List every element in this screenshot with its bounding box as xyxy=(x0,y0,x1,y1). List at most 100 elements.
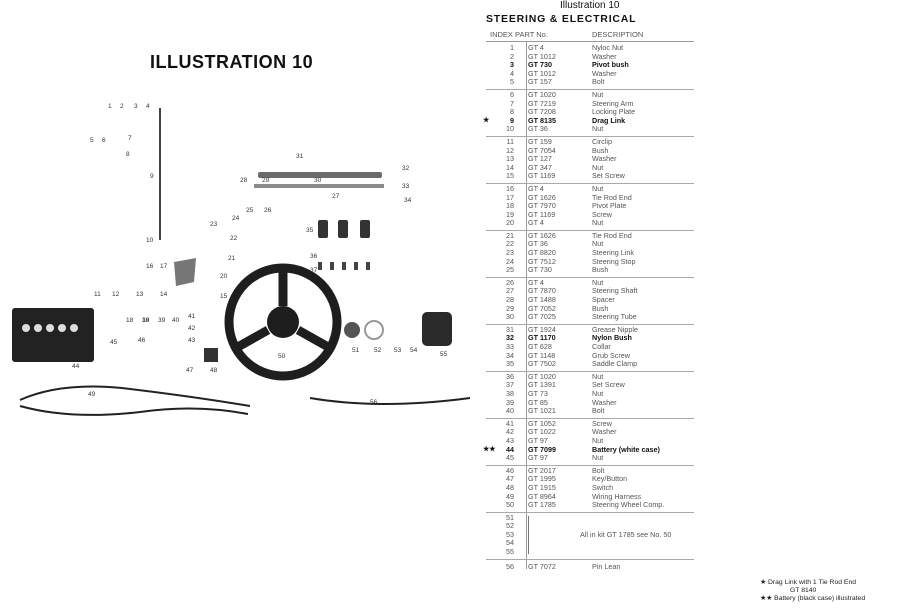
index-cell: 28 xyxy=(506,295,514,305)
index-cell: 9 xyxy=(510,115,514,125)
callout-number: 53 xyxy=(394,347,402,354)
index-cell: 47 xyxy=(506,474,514,484)
horn-pad-shape xyxy=(422,312,452,346)
steering-arm-shape xyxy=(174,258,196,286)
description-cell: Nut xyxy=(592,218,604,228)
part-number-cell: GT 1488 xyxy=(528,295,556,305)
callout-number: 20 xyxy=(220,273,228,280)
callout-number: 28 xyxy=(240,177,248,184)
index-cell: 49 xyxy=(506,491,514,501)
callout-number: 2 xyxy=(120,103,124,110)
description-cell: Drag Link xyxy=(592,115,626,125)
description-cell: Screw xyxy=(592,209,612,219)
index-column-header: INDEX PART No. xyxy=(490,30,548,39)
index-cell: 32 xyxy=(506,333,514,343)
index-cell: 19 xyxy=(506,209,514,219)
description-cell: Steering Arm xyxy=(592,98,634,108)
part-number-cell: GT 1924 xyxy=(528,324,556,334)
description-cell: Nut xyxy=(592,89,604,99)
part-number-cell: GT 1626 xyxy=(528,192,556,202)
index-cell: 41 xyxy=(506,418,514,428)
description-cell: Bolt xyxy=(592,465,605,475)
description-cell: Nut xyxy=(592,239,604,249)
callout-number: 25 xyxy=(246,207,254,214)
description-cell: Set Screw xyxy=(592,380,625,390)
description-cell: Steering Stop xyxy=(592,256,636,266)
index-cell: 36 xyxy=(506,371,514,381)
callout-number: 39 xyxy=(158,317,166,324)
part-number-cell: GT 7502 xyxy=(528,359,556,369)
index-cell: 3 xyxy=(510,60,514,70)
callout-number: 36 xyxy=(310,253,318,260)
part-number-cell: GT 2017 xyxy=(528,465,556,475)
part-number-cell: GT 1012 xyxy=(528,68,556,78)
index-cell: 34 xyxy=(506,350,514,360)
index-cell: 48 xyxy=(506,482,514,492)
index-cell: 23 xyxy=(506,248,514,258)
part-number-cell: GT 1052 xyxy=(528,418,556,428)
part-number-cell: GT 4 xyxy=(528,218,544,228)
index-cell: 21 xyxy=(506,230,514,240)
callout-number: 17 xyxy=(160,263,168,270)
bolts-shape xyxy=(318,262,370,270)
callout-number: 13 xyxy=(136,291,144,298)
part-number-cell: GT 7052 xyxy=(528,303,556,313)
index-cell: 2 xyxy=(510,51,514,61)
callout-number: 43 xyxy=(188,337,196,344)
part-number-cell: GT 1021 xyxy=(528,406,556,416)
callout-number: 52 xyxy=(374,347,382,354)
callout-number: 14 xyxy=(160,291,168,298)
callout-number: 22 xyxy=(230,235,238,242)
callout-number: 29 xyxy=(262,177,270,184)
part-number-cell: GT 7099 xyxy=(528,444,556,454)
callout-number: 26 xyxy=(264,207,272,214)
index-cell: 26 xyxy=(506,277,514,287)
part-number-cell: GT 1020 xyxy=(528,371,556,381)
part-number-cell: GT 730 xyxy=(528,60,552,70)
table-row: 53 xyxy=(486,530,694,540)
harness-lead-shape xyxy=(309,397,471,405)
part-number-cell: GT 1626 xyxy=(528,230,556,240)
description-cell: Collar xyxy=(592,342,611,351)
table-row: 55 xyxy=(486,547,694,557)
part-number-cell: GT 127 xyxy=(528,154,552,164)
index-cell: 5 xyxy=(510,77,514,87)
index-cell: 10 xyxy=(506,124,514,134)
callout-number: 44 xyxy=(72,363,80,370)
description-cell: Nut xyxy=(592,277,604,287)
callout-number: 46 xyxy=(138,337,146,344)
callout-number: 11 xyxy=(94,291,101,298)
part-number-cell: GT 1169 xyxy=(528,209,556,219)
index-cell: 40 xyxy=(506,406,514,416)
description-cell: Washer xyxy=(592,154,617,164)
part-number-cell: GT 7025 xyxy=(528,312,556,322)
callout-number: 41 xyxy=(188,313,196,320)
description-cell: Circlip xyxy=(592,136,612,146)
part-number-cell: GT 8135 xyxy=(528,115,556,125)
description-cell: Locking Plate xyxy=(592,107,636,117)
description-cell: Nylon Bush xyxy=(592,333,632,343)
index-cell: 4 xyxy=(510,68,514,78)
part-number-cell: GT 36 xyxy=(528,239,548,249)
callout-number: 7 xyxy=(128,135,132,142)
